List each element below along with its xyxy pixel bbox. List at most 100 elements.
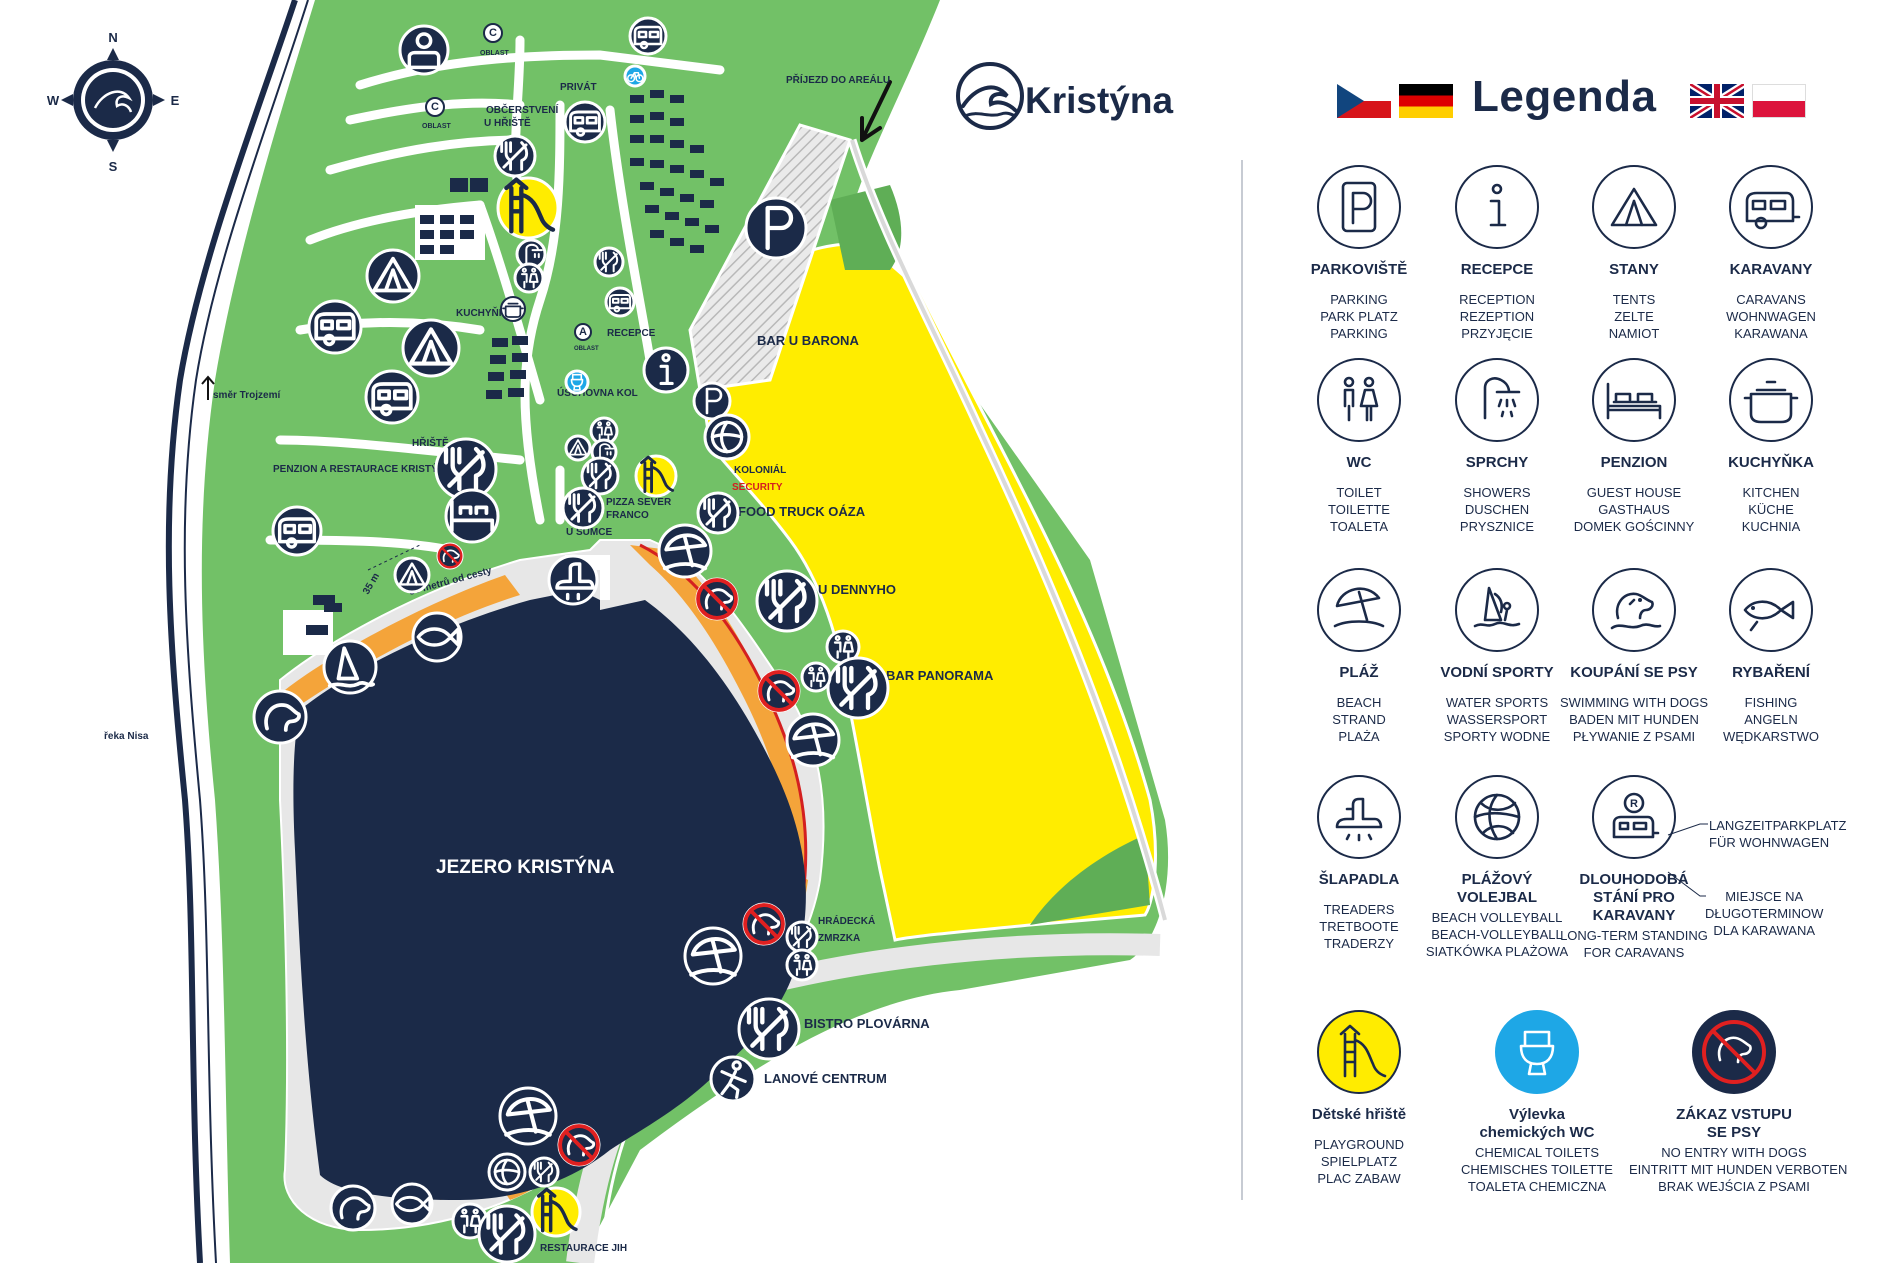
map-marker-info-icon[interactable] bbox=[642, 346, 690, 394]
map-marker-food-icon[interactable] bbox=[477, 1204, 537, 1263]
compass: N S W E bbox=[47, 30, 180, 174]
map-marker-caravan-icon[interactable] bbox=[364, 369, 420, 425]
translation-line: PLAYGROUND bbox=[1313, 1137, 1405, 1152]
translation-line: SIATKÓWKA PLAŻOWA bbox=[1425, 944, 1569, 959]
lake-kristyna[interactable] bbox=[293, 590, 806, 1200]
map-marker-fish-icon[interactable] bbox=[411, 611, 463, 663]
area-c-badge[interactable]: C bbox=[483, 23, 503, 43]
map-marker-food-icon[interactable] bbox=[528, 1156, 560, 1188]
translation-line: PRZYJĘCIE bbox=[1461, 326, 1533, 341]
map-marker-fish-icon[interactable] bbox=[390, 1182, 434, 1226]
map-marker-food-icon[interactable] bbox=[696, 491, 740, 535]
map-marker-caravan-icon[interactable] bbox=[628, 16, 668, 56]
translation-line: TREADERS bbox=[1323, 902, 1395, 917]
map-marker-dog-icon[interactable] bbox=[329, 1184, 377, 1232]
map-marker-food-icon[interactable] bbox=[785, 920, 819, 954]
map-marker-playground-icon[interactable] bbox=[634, 454, 678, 498]
map-marker-food-icon[interactable] bbox=[561, 486, 605, 530]
map-marker-nodog-icon[interactable] bbox=[557, 1123, 601, 1167]
map-marker-parking-icon[interactable] bbox=[692, 381, 732, 421]
map-marker-caravan-icon[interactable] bbox=[604, 286, 636, 318]
brand-name: Kristýna bbox=[1025, 80, 1174, 121]
map-marker-bed-icon[interactable] bbox=[444, 488, 500, 544]
map-marker-parking-icon[interactable] bbox=[744, 196, 808, 260]
bed-icon bbox=[1592, 358, 1676, 442]
map-marker-food-icon[interactable] bbox=[826, 656, 890, 720]
translation-line: KITCHEN bbox=[1742, 485, 1800, 500]
translation-line: PARKING bbox=[1330, 292, 1388, 307]
map-marker-food-icon[interactable] bbox=[755, 569, 819, 633]
brand-logo-icon bbox=[956, 62, 1024, 130]
map-marker-bike-icon[interactable] bbox=[623, 64, 647, 88]
map-marker-tent-icon[interactable] bbox=[393, 556, 431, 594]
label-bar-u-barona: BAR U BARONA bbox=[757, 333, 859, 348]
map-marker-tent-icon[interactable] bbox=[365, 248, 421, 304]
translation-line: FISHING bbox=[1744, 695, 1798, 710]
map-marker-playground-icon[interactable] bbox=[530, 1186, 582, 1238]
label-lanove-centrum: LANOVÉ CENTRUM bbox=[764, 1071, 887, 1086]
map-marker-beach-icon[interactable] bbox=[785, 712, 841, 768]
map-marker-pot-icon[interactable] bbox=[500, 296, 526, 322]
map-marker-volleyball-icon[interactable] bbox=[703, 413, 751, 461]
flag-de[interactable] bbox=[1399, 84, 1453, 118]
flag-pl[interactable] bbox=[1752, 84, 1806, 118]
map-marker-volleyball-icon[interactable] bbox=[487, 1152, 527, 1192]
legend-item-title: SPRCHY bbox=[1465, 454, 1529, 471]
map-marker-playground-icon[interactable] bbox=[496, 176, 560, 240]
map-marker-caravan-icon[interactable] bbox=[271, 505, 323, 557]
map-marker-wc-icon[interactable] bbox=[800, 661, 832, 693]
map-marker-wc-icon[interactable] bbox=[785, 948, 819, 982]
label-hriste: HŘIŠTĚ bbox=[412, 436, 449, 449]
translation-line: BADEN MIT HUNDEN bbox=[1569, 712, 1699, 727]
compass-east: E bbox=[171, 93, 180, 108]
map-marker-beach-icon[interactable] bbox=[498, 1086, 558, 1146]
map-marker-nodog-icon[interactable] bbox=[436, 542, 464, 570]
svg-text:R: R bbox=[1630, 798, 1638, 810]
translation-line: TOILETTE bbox=[1328, 502, 1390, 517]
map-marker-food-icon[interactable] bbox=[434, 437, 498, 501]
map-marker-climb-icon[interactable] bbox=[709, 1055, 757, 1103]
translation-line: GASTHAUS bbox=[1598, 502, 1670, 517]
map-marker-chemwc-icon[interactable] bbox=[564, 369, 590, 395]
flag-gb[interactable] bbox=[1690, 84, 1744, 118]
label-pizza-sever: PIZZA SEVER bbox=[606, 497, 672, 508]
map-marker-nodog-icon[interactable] bbox=[757, 669, 801, 713]
map-marker-beach-icon[interactable] bbox=[683, 926, 743, 986]
caravan-icon bbox=[1729, 165, 1813, 249]
label-u-dennyho: U DENNYHO bbox=[818, 582, 896, 597]
map-marker-caravan-icon[interactable] bbox=[563, 100, 607, 144]
map-marker-beach-icon[interactable] bbox=[657, 523, 713, 579]
label-kolonial: KOLONIÁL bbox=[734, 463, 786, 476]
long-stay-leader-lines bbox=[1667, 823, 1708, 897]
map-marker-nodog-icon[interactable] bbox=[742, 902, 786, 946]
map-marker-windsurf-icon[interactable] bbox=[322, 639, 378, 695]
map-marker-food-icon[interactable] bbox=[493, 134, 537, 178]
map-marker-tent-icon[interactable] bbox=[564, 434, 592, 462]
map-marker-food-icon[interactable] bbox=[593, 246, 625, 278]
map-marker-food-icon[interactable] bbox=[580, 456, 620, 496]
wc-icon bbox=[1317, 358, 1401, 442]
map-marker-dog-icon[interactable] bbox=[252, 689, 308, 745]
windsurf-icon bbox=[1455, 568, 1539, 652]
map-marker-caravanR-icon[interactable] bbox=[398, 24, 450, 76]
map-marker-pedal-icon[interactable] bbox=[547, 554, 599, 606]
map-marker-food-icon[interactable] bbox=[737, 997, 801, 1061]
flag-cz[interactable] bbox=[1337, 84, 1391, 118]
map-marker-caravan-icon[interactable] bbox=[307, 299, 363, 355]
map-marker-nodog-icon[interactable] bbox=[695, 577, 739, 621]
area-c-badge-2[interactable]: C bbox=[425, 97, 445, 117]
map-marker-wc-icon[interactable] bbox=[513, 262, 545, 294]
map-marker-tent-icon[interactable] bbox=[401, 318, 461, 378]
area-a-badge[interactable]: A bbox=[574, 323, 592, 341]
